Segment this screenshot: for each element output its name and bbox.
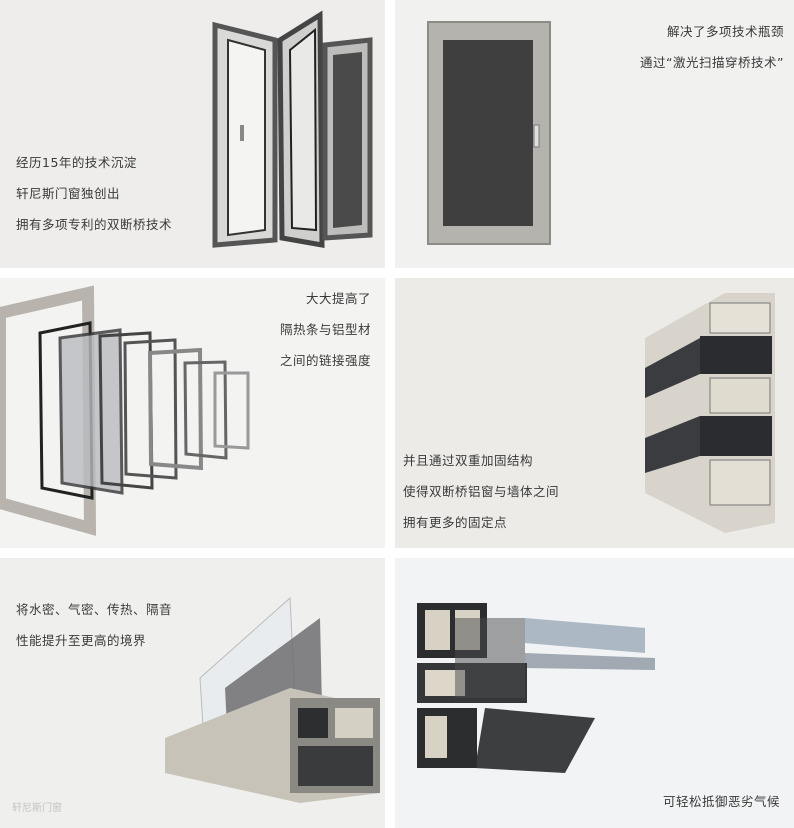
text-line: 隔热条与铝型材 <box>279 322 371 337</box>
panel-5-text: 将水密、气密、传热、隔音 性能提升至更高的境界 <box>16 594 172 656</box>
text-line: 通过“激光扫描穿桥技术” <box>640 55 784 70</box>
panel-1-text: 经历15年的技术沉淀 轩尼斯门窗独创出 拥有多项专利的双断桥技术 <box>16 147 172 240</box>
text-line: 之间的链接强度 <box>279 353 371 368</box>
panel-profile-section: 并且通过双重加固结构 使得双断桥铝窗与墙体之间 拥有更多的固定点 <box>395 278 794 548</box>
panel-2-text: 解决了多项技术瓶颈 通过“激光扫描穿桥技术” <box>640 16 784 78</box>
panel-4-text: 并且通过双重加固结构 使得双断桥铝窗与墙体之间 拥有更多的固定点 <box>403 445 559 538</box>
text-line: 轩尼斯门窗独创出 <box>16 186 121 201</box>
exploded-glazing-illustration <box>0 285 250 536</box>
watermark: 轩尼斯门窗 <box>12 803 62 814</box>
text-line: 可轻松抵御恶劣气候 <box>662 794 780 809</box>
text-line: 并且通过双重加固结构 <box>403 453 534 468</box>
panel-screen-door: 解决了多项技术瓶颈 通过“激光扫描穿桥技术” <box>395 0 794 268</box>
text-line: 经历15年的技术沉淀 <box>16 155 137 170</box>
panel-casement-window: 经历15年的技术沉淀 轩尼斯门窗独创出 拥有多项专利的双断桥技术 <box>0 0 385 268</box>
text-line: 拥有更多的固定点 <box>403 515 508 530</box>
text-line: 使得双断桥铝窗与墙体之间 <box>403 484 560 499</box>
panel-exploded-glazing: 大大提高了 隔热条与铝型材 之间的链接强度 <box>0 278 385 548</box>
casement-window-illustration <box>212 10 373 248</box>
panel-3-text: 大大提高了 隔热条与铝型材 之间的链接强度 <box>280 283 371 376</box>
panel-cross-section: 可轻松抵御恶劣气候 <box>395 558 794 828</box>
text-line: 拥有多项专利的双断桥技术 <box>16 217 173 232</box>
text-line: 大大提高了 <box>305 291 371 306</box>
text-line: 性能提升至更高的境界 <box>16 633 147 648</box>
profile-section-illustration <box>645 293 775 533</box>
screen-door-illustration <box>427 21 551 245</box>
panel-6-text: 可轻松抵御恶劣气候 <box>663 786 780 817</box>
cross-section-illustration <box>417 603 655 773</box>
text-line: 解决了多项技术瓶颈 <box>666 24 784 39</box>
text-line: 将水密、气密、传热、隔音 <box>16 602 173 617</box>
profile-glass-illustration <box>165 596 380 803</box>
panel-profile-glass: 将水密、气密、传热、隔音 性能提升至更高的境界 轩尼斯门窗 <box>0 558 385 828</box>
